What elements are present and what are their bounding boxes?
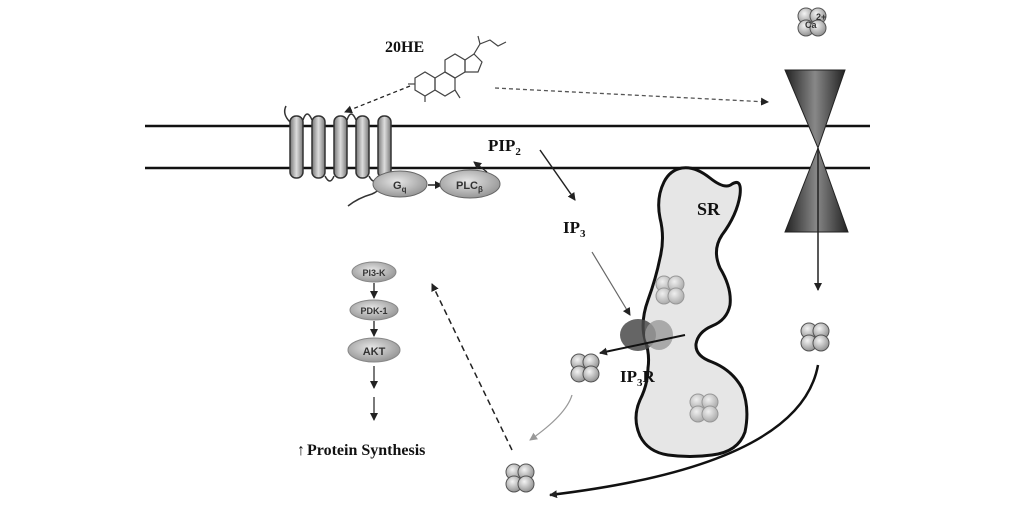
gpcr-receptor-icon xyxy=(283,105,392,207)
pip2-label: PIP2 xyxy=(488,136,521,158)
calcium-ion-icon: Ca 2+ xyxy=(797,7,827,37)
plc-oval xyxy=(439,169,501,199)
ligand-to-channel-arrow xyxy=(494,87,769,106)
akt-label: AKT xyxy=(363,346,386,358)
ip3-to-receptor-arrow xyxy=(591,251,631,316)
cytosolic-ca-curve-arrow xyxy=(549,364,820,499)
ligand-label: 20HE xyxy=(385,39,424,56)
sarcoplasmic-reticulum-shape xyxy=(634,166,749,458)
pi3k-label: PI3-K xyxy=(362,268,386,278)
pip2-to-ip3-arrow xyxy=(539,149,576,201)
akt-oval xyxy=(347,337,401,363)
calcium-ion-icon xyxy=(689,393,719,423)
calcium-ion-icon xyxy=(570,353,600,383)
ip3r-label: IP3R xyxy=(620,367,656,389)
svg-text:Ca: Ca xyxy=(805,20,817,30)
ip3-label: IP3 xyxy=(563,218,586,240)
pdk1-label: PDK-1 xyxy=(360,306,387,316)
pdk1-oval xyxy=(349,299,399,321)
plc-label: PLCβ xyxy=(456,180,483,194)
receptor-ca-release-arrow xyxy=(599,334,686,356)
calcium-channel-icon xyxy=(784,69,849,233)
protein-synthesis-label: ↑Protein Synthesis xyxy=(297,442,425,459)
plc-to-pip2-arrow xyxy=(473,161,488,173)
calcium-ion-icon xyxy=(505,463,535,493)
ligand-molecule-icon xyxy=(408,35,507,102)
released-ca-curve-arrow xyxy=(529,394,573,441)
calcium-ion-icon xyxy=(800,322,830,352)
ligand-to-receptor-arrow xyxy=(344,85,411,114)
gq-label: Gq xyxy=(393,180,407,194)
gq-protein-oval xyxy=(372,170,428,198)
calcium-ion-icon xyxy=(655,275,685,305)
svg-text:2+: 2+ xyxy=(816,12,826,22)
pi3k-oval xyxy=(351,261,397,283)
sr-label: SR xyxy=(697,199,721,219)
ca-to-pi3k-dashed-arrow xyxy=(431,283,513,451)
